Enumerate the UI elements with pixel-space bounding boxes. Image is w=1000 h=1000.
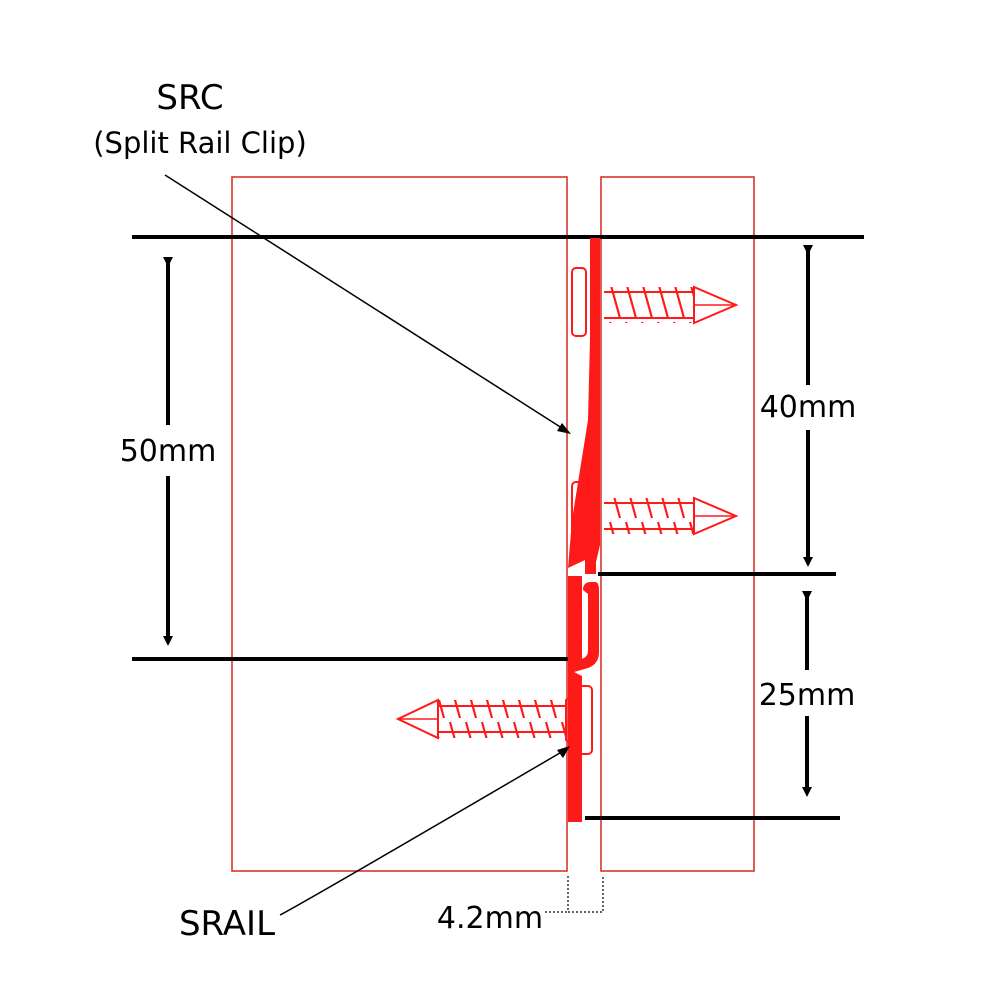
src-leader-line xyxy=(164,174,571,434)
src-clip xyxy=(568,238,600,672)
src-title: SRC xyxy=(156,78,223,118)
lower-screw xyxy=(395,685,593,755)
dim-25-label: 25mm xyxy=(759,678,856,713)
srail-leader-line xyxy=(279,746,570,916)
upper-screw xyxy=(571,267,739,337)
gap-dimension-bracket xyxy=(545,876,604,913)
right-board xyxy=(600,176,755,872)
dim-gap-label: 4.2mm xyxy=(437,901,543,936)
src-subtitle: (Split Rail Clip) xyxy=(93,126,307,160)
dim-50-label: 50mm xyxy=(120,434,217,469)
left-board xyxy=(231,176,568,872)
srail-label: SRAIL xyxy=(179,904,275,944)
srail-rail xyxy=(568,576,582,822)
middle-screw xyxy=(571,481,739,551)
dim-40-label: 40mm xyxy=(760,390,857,425)
